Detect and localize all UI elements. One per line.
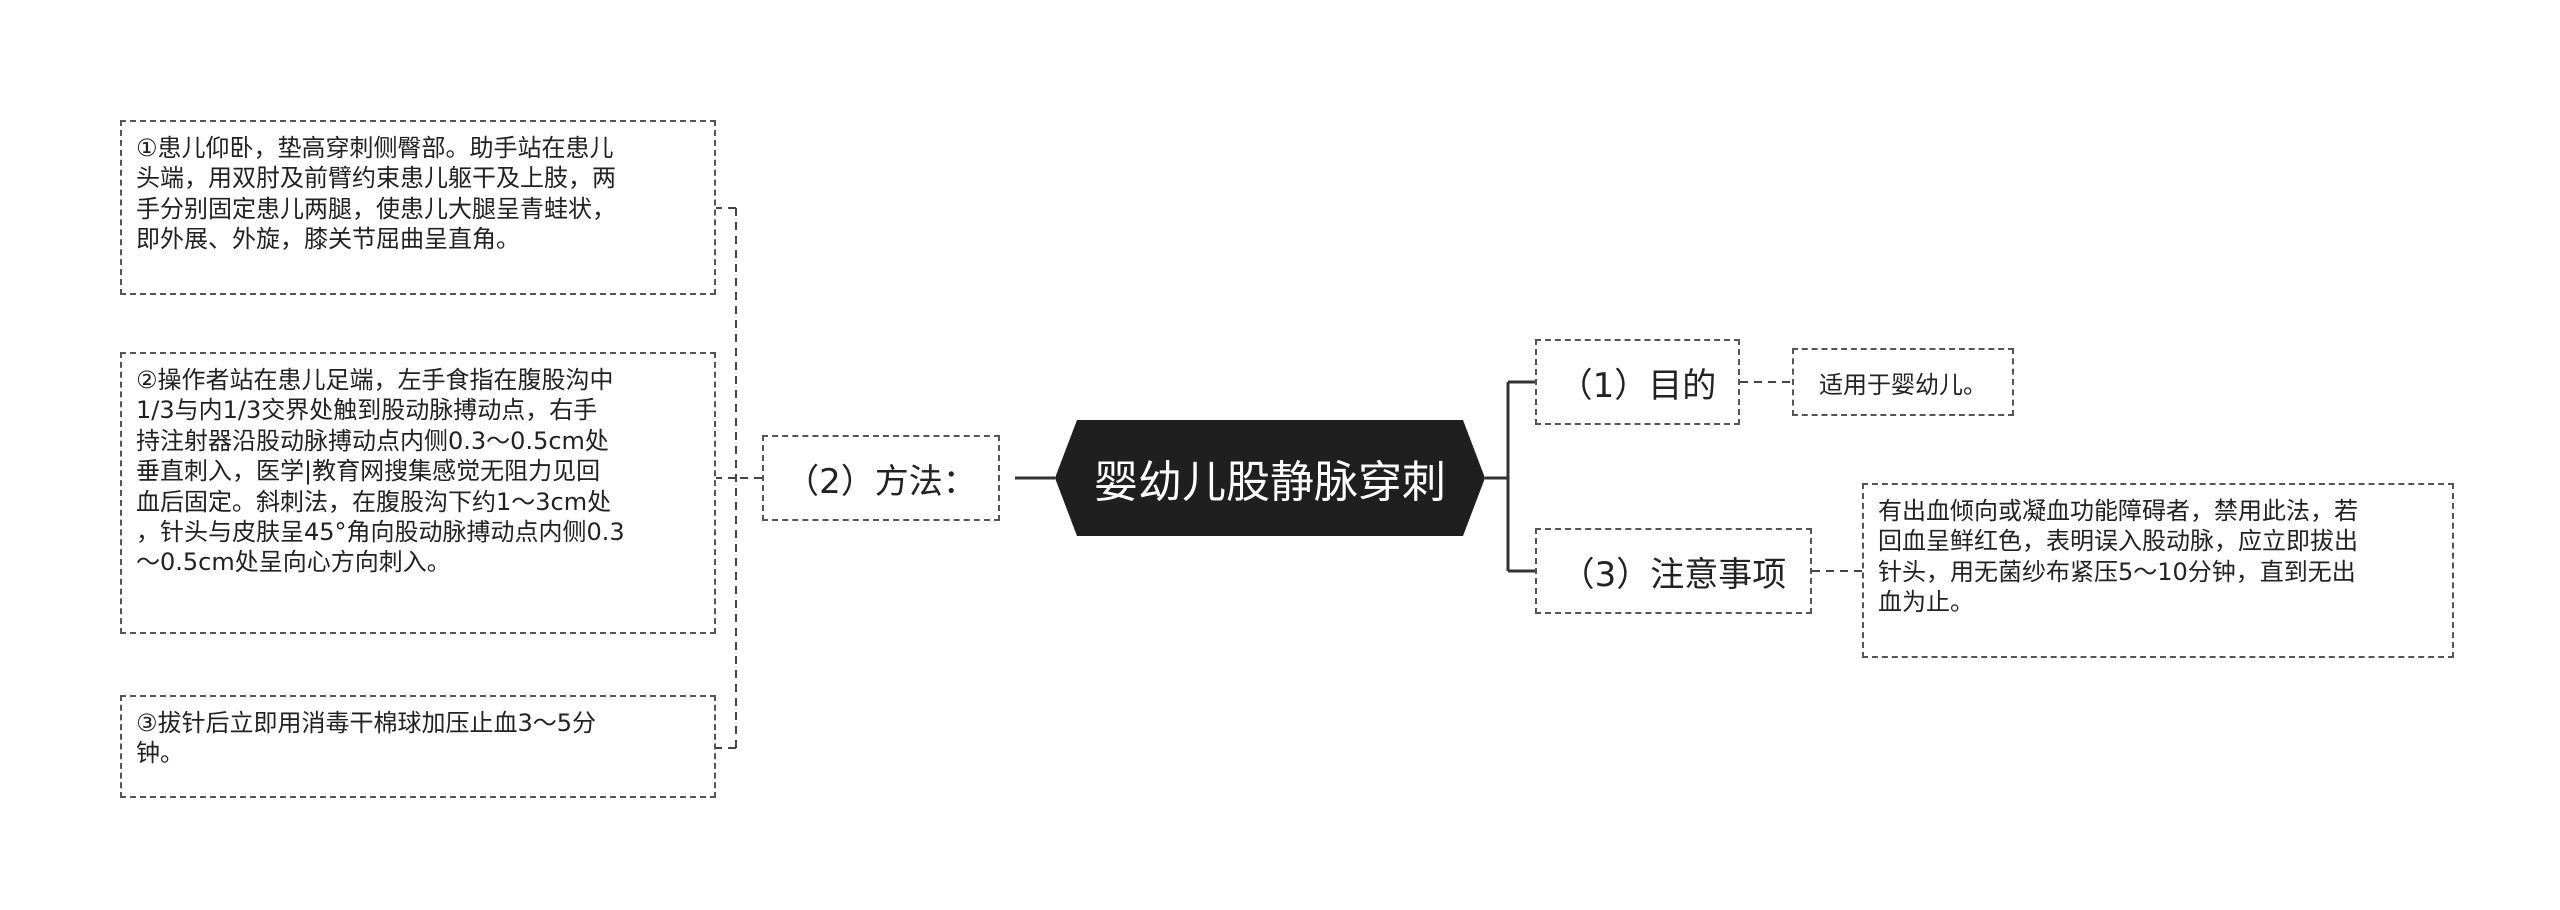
method-step-2[interactable]: ②操作者站在患儿足端，左手食指在腹股沟中 1/3与内1/3交界处触到股动脉搏动点… [120, 352, 716, 634]
connector-root-right [1485, 380, 1535, 573]
method-label: （2）方法： [785, 461, 977, 502]
purpose-detail[interactable]: 适用于婴幼儿。 [1792, 348, 2014, 416]
notes-node[interactable]: （3）注意事项 [1535, 528, 1812, 614]
purpose-label: （1）目的 [1558, 365, 1717, 406]
purpose-detail-text: 适用于婴幼儿。 [1819, 370, 1987, 399]
notes-label: （3）注意事项 [1560, 554, 1787, 595]
method-node[interactable]: （2）方法： [762, 435, 1000, 521]
connector-method-children [716, 207, 762, 749]
root-label: 婴幼儿股静脉穿刺 [1094, 457, 1446, 508]
purpose-node[interactable]: （1）目的 [1535, 339, 1740, 425]
root-shape [1055, 420, 1485, 536]
method-step-3[interactable]: ③拔针后立即用消毒干棉球加压止血3～5分 钟。 [120, 695, 716, 798]
notes-detail[interactable]: 有出血倾向或凝血功能障碍者，禁用此法，若 回血呈鲜红色，表明误入股动脉，应立即拔… [1862, 483, 2454, 658]
method-step-1[interactable]: ①患儿仰卧，垫高穿刺侧臀部。助手站在患儿 头端，用双肘及前臂约束患儿躯干及上肢，… [120, 120, 716, 295]
root-node[interactable]: 婴幼儿股静脉穿刺 [1055, 420, 1485, 536]
